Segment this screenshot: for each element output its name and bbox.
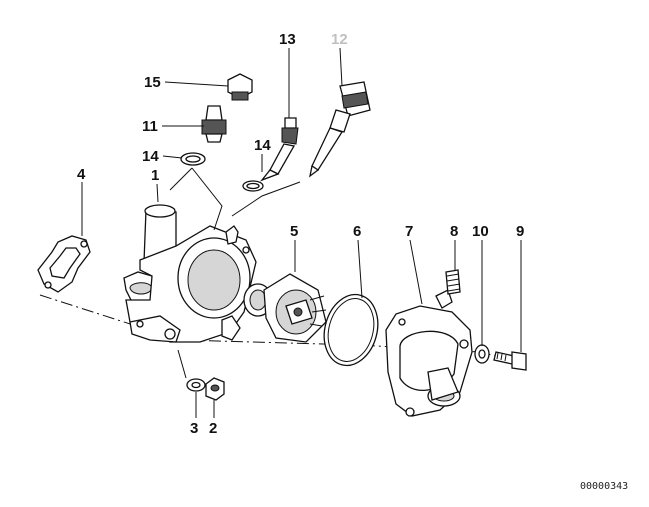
temperature-sensor-part-13[interactable] bbox=[260, 117, 299, 182]
callout-8: 8 bbox=[450, 223, 458, 240]
callout-11: 11 bbox=[142, 118, 158, 135]
bleed-screw-part-8[interactable] bbox=[445, 269, 461, 295]
callout-6: 6 bbox=[353, 223, 361, 240]
temperature-switch-part-11[interactable] bbox=[201, 105, 227, 143]
callout-10: 10 bbox=[472, 223, 489, 240]
callout-1: 1 bbox=[151, 167, 159, 184]
leader-lines bbox=[81, 47, 522, 418]
nut-part-2[interactable] bbox=[205, 377, 225, 401]
thermostat-part-5[interactable] bbox=[243, 273, 327, 343]
callout-9: 9 bbox=[516, 223, 524, 240]
o-ring-part-6[interactable] bbox=[317, 288, 386, 371]
callout-4: 4 bbox=[77, 166, 86, 183]
sealing-ring-part-14b[interactable] bbox=[242, 180, 264, 192]
sealing-ring-part-14a[interactable] bbox=[180, 152, 206, 166]
callout-14a: 14 bbox=[142, 148, 159, 165]
thermostat-cover-part-7[interactable] bbox=[385, 289, 473, 417]
callout-12: 12 bbox=[331, 31, 348, 48]
callout-7: 7 bbox=[405, 223, 413, 240]
callout-15: 15 bbox=[144, 74, 161, 91]
washer-part-3[interactable] bbox=[186, 378, 206, 392]
thermostat-housing-part-1[interactable] bbox=[123, 204, 257, 343]
screw-plug-part-15[interactable] bbox=[227, 73, 253, 101]
callout-3: 3 bbox=[190, 420, 198, 437]
bolt-part-9[interactable] bbox=[493, 351, 527, 371]
gasket-part-4[interactable] bbox=[37, 235, 91, 293]
callout-14b: 14 bbox=[254, 137, 271, 154]
callout-2: 2 bbox=[209, 420, 217, 437]
callout-5: 5 bbox=[290, 223, 298, 240]
washer-part-10[interactable] bbox=[474, 344, 490, 364]
diagram-reference-number: 00000343 bbox=[580, 481, 628, 492]
callout-13: 13 bbox=[279, 31, 296, 48]
temperature-sensor-part-12[interactable] bbox=[309, 81, 371, 178]
